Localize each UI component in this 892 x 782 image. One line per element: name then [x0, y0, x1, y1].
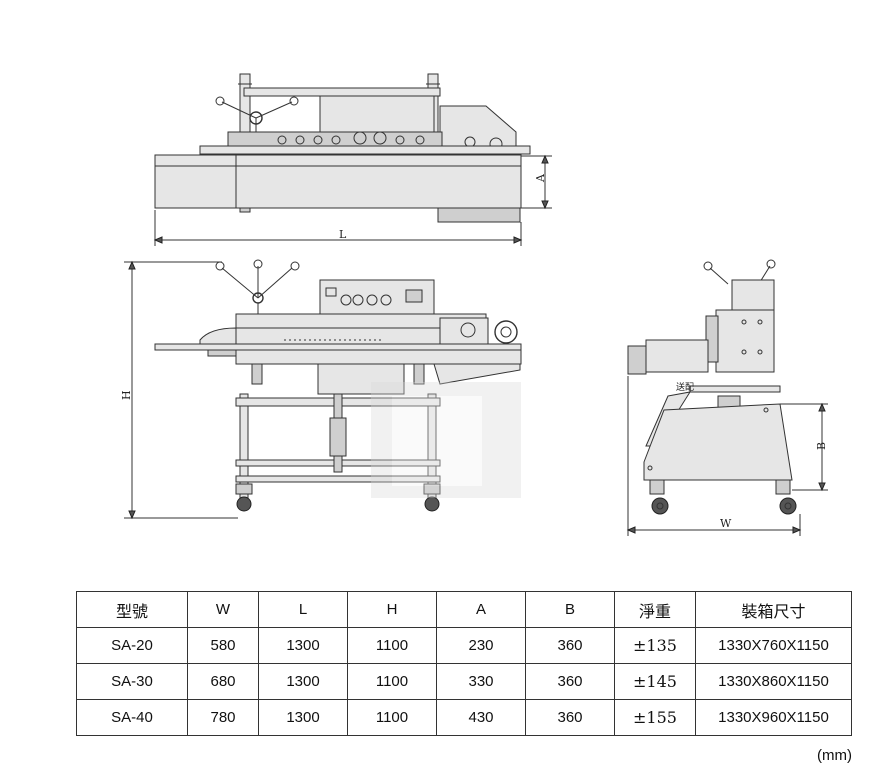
table-row: SA-20 580 1300 1100 230 360 ±135 1330X76… [76, 627, 852, 664]
top-view: A L [153, 73, 552, 246]
cell-w: 580 [187, 627, 259, 664]
cell-model: SA-20 [76, 627, 188, 664]
dimension-b-label: B [815, 442, 828, 450]
cell-net-weight: ±145 [614, 663, 696, 700]
cell-a: 230 [436, 627, 526, 664]
cell-a: 330 [436, 663, 526, 700]
top-rollers [277, 131, 503, 151]
cell-packing-size: 1330X860X1150 [695, 663, 852, 700]
table-row: SA-30 680 1300 1100 330 360 ±145 1330X86… [76, 663, 852, 700]
cell-a: 430 [436, 699, 526, 736]
dimension-a-label: A [534, 173, 547, 183]
cell-h: 1100 [347, 663, 437, 700]
specification-table: 型號 W L H A B 淨重 裝箱尺寸 SA-20 580 1300 1100… [76, 591, 852, 736]
technical-drawing: A L [120, 73, 828, 536]
table-header-row: 型號 W L H A B 淨重 裝箱尺寸 [76, 591, 852, 628]
cell-w: 780 [187, 699, 259, 736]
cell-model: SA-30 [76, 663, 188, 700]
cell-l: 1300 [258, 663, 348, 700]
control-panel-knobs [325, 287, 423, 306]
dimension-h-label: H [120, 390, 133, 400]
front-casters [235, 483, 441, 512]
side-view-label: 送配 [676, 381, 694, 393]
cell-b: 360 [525, 699, 615, 736]
header-b: B [525, 591, 615, 628]
table-row: SA-40 780 1300 1100 430 360 ±155 1330X96… [76, 699, 852, 736]
cell-l: 1300 [258, 627, 348, 664]
header-net-weight: 淨重 [614, 591, 696, 628]
header-w: W [187, 591, 259, 628]
cell-b: 360 [525, 663, 615, 700]
cell-l: 1300 [258, 699, 348, 736]
unit-note: (mm) [817, 747, 852, 764]
dimension-l-label: L [339, 228, 347, 241]
cell-net-weight: ±155 [614, 699, 696, 736]
front-view: H [120, 259, 522, 520]
header-a: A [436, 591, 526, 628]
side-view: 送配 B W [626, 259, 828, 536]
header-model: 型號 [76, 591, 188, 628]
cell-h: 1100 [347, 627, 437, 664]
watermark [371, 382, 521, 498]
cell-w: 680 [187, 663, 259, 700]
cell-packing-size: 1330X960X1150 [695, 699, 852, 736]
header-l: L [258, 591, 348, 628]
cell-h: 1100 [347, 699, 437, 736]
cell-net-weight: ±135 [614, 627, 696, 664]
cell-packing-size: 1330X760X1150 [695, 627, 852, 664]
header-packing-size: 裝箱尺寸 [695, 591, 852, 628]
cell-b: 360 [525, 627, 615, 664]
cell-model: SA-40 [76, 699, 188, 736]
dimension-w-label: W [720, 517, 732, 530]
side-casters [649, 479, 797, 515]
header-h: H [347, 591, 437, 628]
